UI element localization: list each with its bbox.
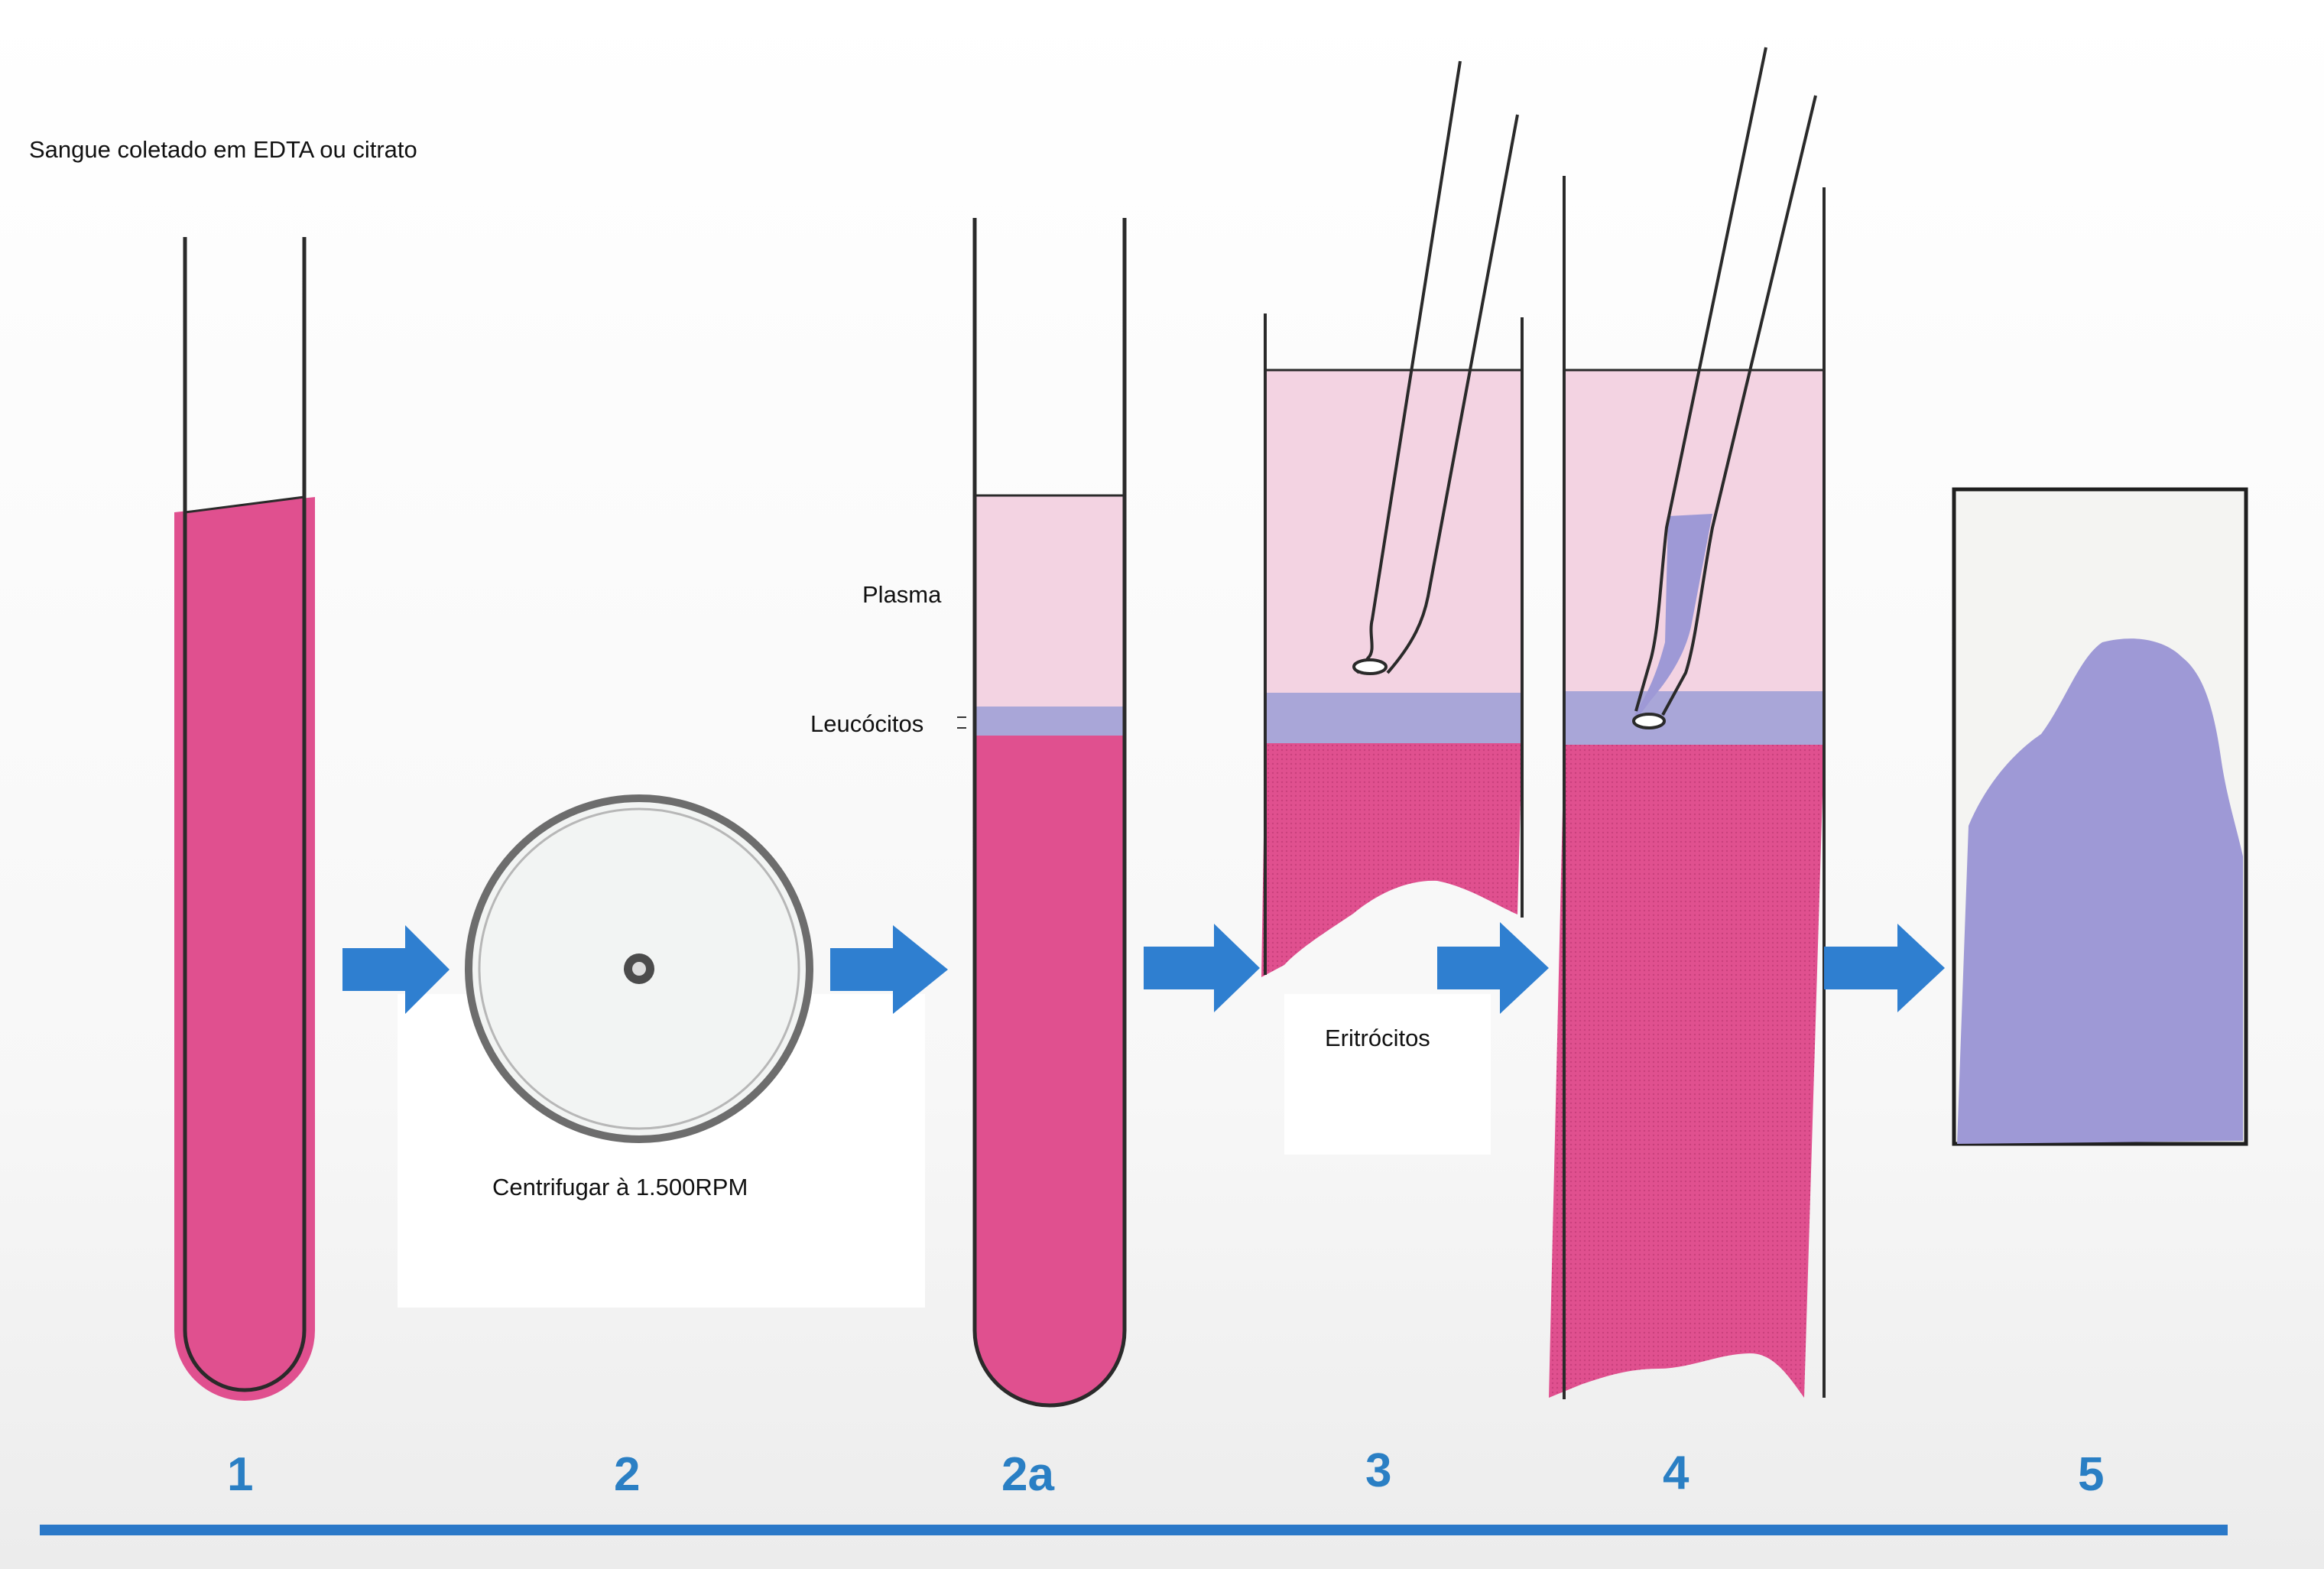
plasma-label: Plasma [862, 581, 942, 608]
erythrocyte-layer [975, 736, 1125, 1405]
step-number-2a: 2a [1001, 1448, 1054, 1501]
aspirated-leukocytes [1634, 514, 1712, 715]
step-number-2: 2 [614, 1448, 641, 1501]
smear [1957, 638, 2243, 1144]
erythrocyte-fragment [1261, 743, 1522, 977]
tube-1 [174, 237, 315, 1401]
slide-5 [1952, 487, 2248, 1146]
step-number-5: 5 [2078, 1448, 2105, 1501]
centrifugar-label: Centrifugar à 1.500RPM [492, 1174, 748, 1200]
buffy-coat-layer [975, 707, 1125, 736]
eritrocitos-label: Eritrócitos [1325, 1025, 1430, 1051]
arrow-1 [342, 925, 450, 1014]
label-backing-2 [1284, 994, 1491, 1155]
centrifuge-disc [465, 794, 813, 1143]
pipette-3 [1355, 60, 1519, 674]
title-label: Sangue coletado em EDTA ou citrato [29, 136, 417, 163]
panel-4 [1549, 47, 1826, 1399]
erythrocyte-column [1549, 745, 1824, 1398]
arrow-2 [830, 925, 948, 1014]
leucocitos-label: Leucócitos [810, 710, 924, 737]
pipette-tip-3 [1352, 658, 1388, 675]
step-number-1: 1 [227, 1448, 254, 1501]
arrow-4 [1437, 922, 1549, 1014]
panel-3 [1261, 60, 1524, 977]
step-number-3: 3 [1365, 1444, 1392, 1497]
whole-blood [174, 497, 315, 1401]
pipette-tip-4 [1632, 713, 1666, 729]
plasma-layer [975, 495, 1125, 707]
step-number-4: 4 [1663, 1447, 1689, 1499]
pipette-4 [1634, 47, 1817, 716]
arrow-3 [1144, 924, 1260, 1012]
tube-2a [957, 218, 1127, 1408]
baseline [40, 1525, 2228, 1535]
arrow-5 [1824, 924, 1945, 1012]
